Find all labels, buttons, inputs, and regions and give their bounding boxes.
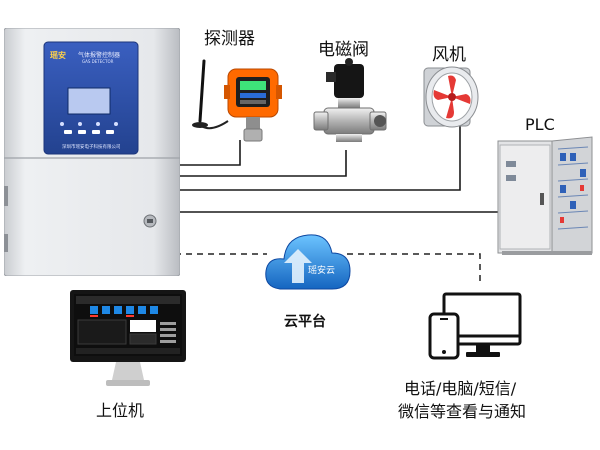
controller-footer: 深圳市瑶安电子科技有限公司: [62, 145, 121, 150]
label-solenoid-valve: 电磁阀: [318, 40, 369, 60]
cloud-platform-icon: 瑶安云: [262, 225, 354, 297]
controller-title: 气体报警控制器: [78, 52, 121, 59]
detector-icon: [192, 59, 282, 142]
gas-detector: [188, 55, 286, 145]
plc-icon: [497, 136, 593, 255]
solenoid-valve: [312, 58, 390, 148]
controller-subtitle: GAS DETECTOR: [82, 59, 114, 64]
gas-alarm-controller: 瑶安 气体报警控制器 GAS DETECTOR 深圳市瑶安电子科技有限公司: [3, 27, 181, 277]
cloud-icon: [265, 234, 351, 290]
label-notify-line1: 电话/电脑/短信/: [404, 379, 517, 398]
wire-detector: [178, 140, 241, 166]
mobile-and-desktop: [428, 290, 524, 362]
label-notify-line2: 微信等查看与通知: [398, 402, 527, 421]
plc-cabinet: [496, 135, 596, 257]
controller-brand: 瑶安: [50, 51, 66, 60]
label-plc: PLC: [525, 115, 555, 134]
devices-icon: [428, 292, 522, 360]
wire-valve: [178, 150, 347, 177]
fan-icon: [423, 66, 479, 128]
monitor-icon: [70, 290, 186, 386]
exhaust-fan: [420, 62, 482, 132]
controller-body: [3, 27, 181, 277]
valve-icon: [313, 58, 387, 142]
wire-fan: [178, 125, 461, 191]
cloud-brand-label: 瑶安云: [308, 266, 336, 276]
label-fan: 风机: [432, 45, 466, 65]
host-computer: [68, 288, 188, 392]
label-cloud-platform: 云平台: [284, 314, 326, 330]
label-detector: 探测器: [204, 29, 255, 49]
dash-mobile: [347, 253, 481, 282]
dash-host: [129, 253, 267, 275]
label-host-computer: 上位机: [96, 401, 145, 420]
